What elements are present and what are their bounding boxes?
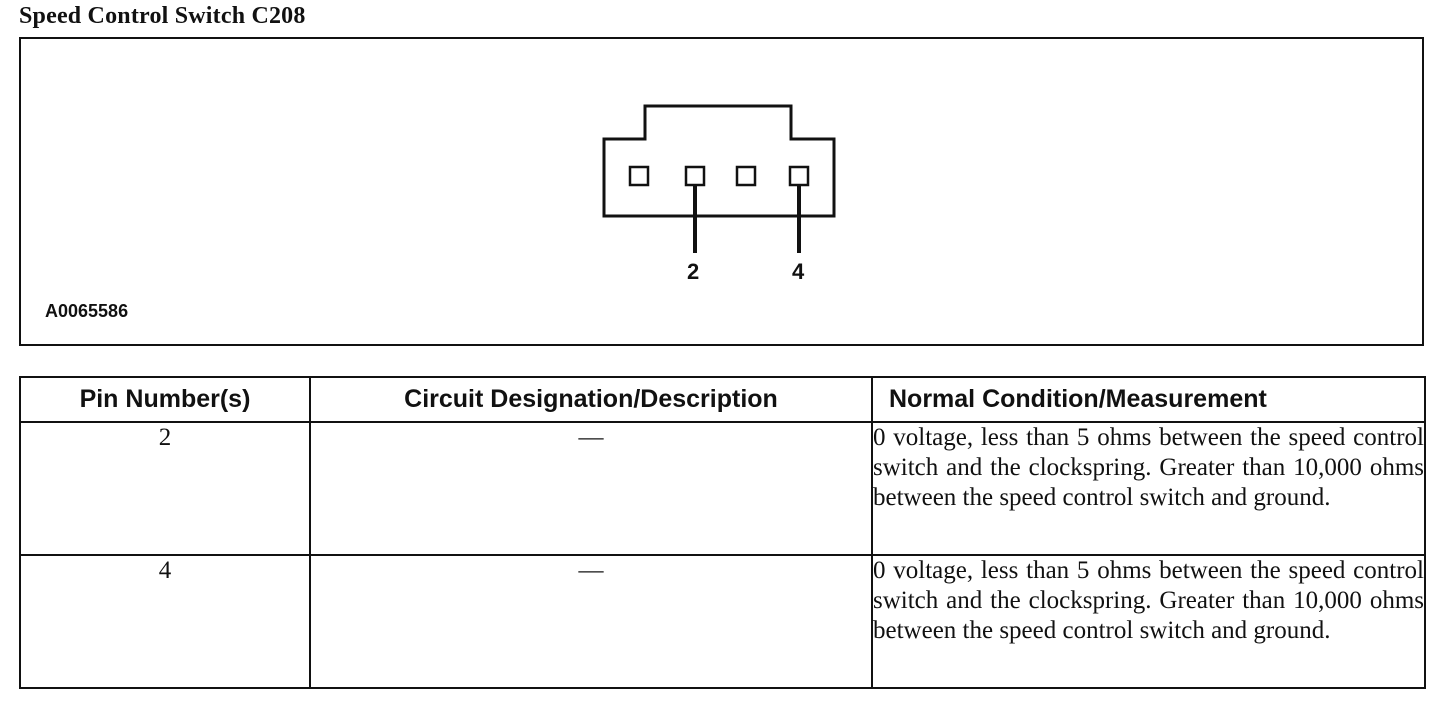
header-condition: Normal Condition/Measurement bbox=[871, 376, 1426, 423]
connector-diagram bbox=[602, 104, 836, 253]
condition-cell: 0 voltage, less than 5 ohms between the … bbox=[871, 554, 1426, 689]
pin-cell: 4 bbox=[19, 554, 311, 689]
table-header-row: Pin Number(s) Circuit Designation/Descri… bbox=[19, 376, 1426, 423]
pin-cavity-1 bbox=[628, 165, 650, 187]
pin-cavity-4 bbox=[788, 165, 810, 187]
connector-figure: 2 4 A0065586 bbox=[19, 37, 1424, 346]
pin-table: Pin Number(s) Circuit Designation/Descri… bbox=[19, 376, 1426, 689]
pin-cavity-3 bbox=[735, 165, 757, 187]
pin-4-callout: 4 bbox=[792, 259, 805, 284]
pin-cell: 2 bbox=[19, 421, 311, 556]
header-pin-number: Pin Number(s) bbox=[19, 376, 311, 423]
condition-cell: 0 voltage, less than 5 ohms between the … bbox=[871, 421, 1426, 556]
table-row: 4 — 0 voltage, less than 5 ohms between … bbox=[19, 554, 1426, 689]
table-row: 2 — 0 voltage, less than 5 ohms between … bbox=[19, 421, 1426, 556]
pin-2-callout: 2 bbox=[687, 259, 700, 284]
header-circuit: Circuit Designation/Description bbox=[309, 376, 873, 423]
circuit-cell: — bbox=[309, 554, 873, 689]
connector-outline bbox=[602, 104, 836, 218]
circuit-cell: — bbox=[309, 421, 873, 556]
figure-id: A0065586 bbox=[45, 301, 129, 321]
pin-cavity-2 bbox=[684, 165, 706, 187]
page-title: Speed Control Switch C208 bbox=[19, 3, 306, 29]
